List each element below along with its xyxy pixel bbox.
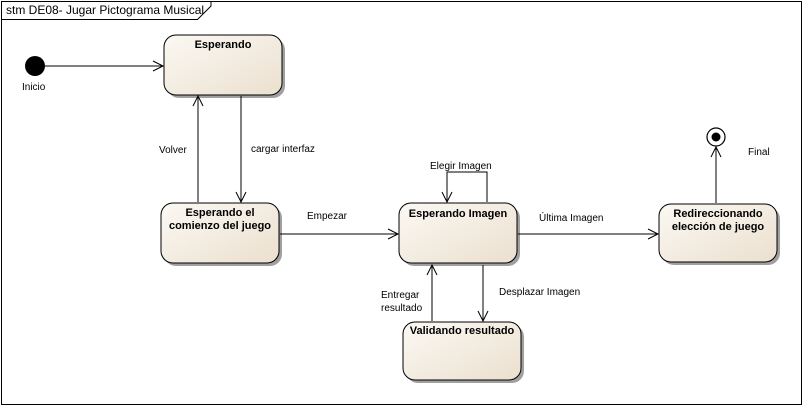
state-redireccionando-line2: elección de juego xyxy=(672,221,765,233)
transition-desplazar-imagen xyxy=(477,265,489,323)
label-cargar-interfaz: cargar interfaz xyxy=(251,144,315,155)
state-redireccionando[interactable]: Redireccionando elección de juego xyxy=(658,203,780,265)
state-validando-name: Validando resultado xyxy=(410,325,515,337)
state-esperando-imagen[interactable]: Esperando Imagen xyxy=(398,202,520,266)
transition-ultima-imagen xyxy=(518,228,660,240)
transition-elegir-imagen xyxy=(441,171,488,204)
transition-volver xyxy=(192,94,204,202)
state-validando-resultado[interactable]: Validando resultado xyxy=(402,321,524,383)
state-comienzo-line2: comienzo del juego xyxy=(169,220,271,232)
label-ultima-imagen: Última Imagen xyxy=(539,211,603,224)
label-desplazar-imagen: Desplazar Imagen xyxy=(499,287,580,298)
state-imagen-name: Esperando Imagen xyxy=(409,208,508,220)
frame-title: stm DE08- Jugar Pictograma Musical xyxy=(6,3,204,17)
final-label: Final xyxy=(748,147,770,158)
transition-cargar-interfaz xyxy=(235,96,247,204)
transition-inicio-esperando xyxy=(45,60,165,72)
transition-empezar xyxy=(280,228,400,240)
initial-node xyxy=(25,56,45,76)
state-esperando-name: Esperando xyxy=(195,39,252,51)
label-elegir-imagen: Elegir Imagen xyxy=(430,161,492,172)
label-entregar-line1: Entregar xyxy=(381,290,420,301)
state-esperando[interactable]: Esperando xyxy=(163,34,285,98)
state-comienzo-line1: Esperando el xyxy=(185,207,254,219)
state-redireccionando-line1: Redireccionando xyxy=(673,208,763,220)
frame-title-tab xyxy=(1,1,212,20)
transition-final xyxy=(710,145,722,203)
label-volver: Volver xyxy=(159,145,187,156)
initial-label: Inicio xyxy=(22,82,46,93)
transition-entregar-resultado xyxy=(426,263,438,321)
final-node-core xyxy=(711,132,721,142)
label-entregar-line2: resultado xyxy=(381,303,423,314)
state-esperando-comienzo[interactable]: Esperando el comienzo del juego xyxy=(160,202,282,266)
label-empezar: Empezar xyxy=(307,211,348,222)
diagram-frame xyxy=(1,1,802,405)
